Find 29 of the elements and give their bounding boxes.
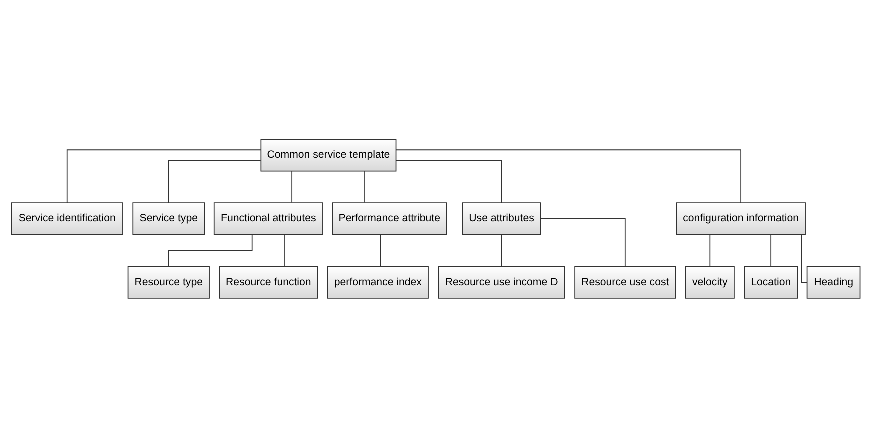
connector (501, 234, 502, 266)
node-box: Service identification (11, 202, 124, 235)
connector (168, 234, 253, 266)
node-box: Resource use cost (574, 266, 676, 298)
connector (66, 149, 262, 203)
node-box: Resource use income D (438, 266, 566, 298)
node-box: Common service template (260, 138, 397, 172)
connector (380, 234, 382, 266)
connector (364, 170, 365, 203)
node-box: Service type (132, 202, 206, 235)
node-box: Resource type (128, 266, 210, 298)
connector (801, 234, 808, 283)
connector (396, 160, 502, 204)
node-box: configuration information (676, 202, 806, 235)
node-box: Performance attribute (332, 202, 448, 235)
node-box: performance index (327, 266, 429, 298)
connector (168, 160, 262, 204)
connector (396, 149, 742, 203)
connector (540, 218, 626, 266)
connector (710, 234, 711, 266)
node-box: Resource function (219, 266, 318, 298)
connector (284, 234, 286, 266)
connector (292, 170, 293, 203)
node-box: velocity (685, 266, 735, 298)
node-box: Heading (806, 266, 861, 298)
node-box: Location (744, 266, 798, 298)
connector (770, 234, 772, 266)
node-box: Use attributes (462, 202, 542, 235)
node-box: Functional attributes (214, 202, 324, 235)
